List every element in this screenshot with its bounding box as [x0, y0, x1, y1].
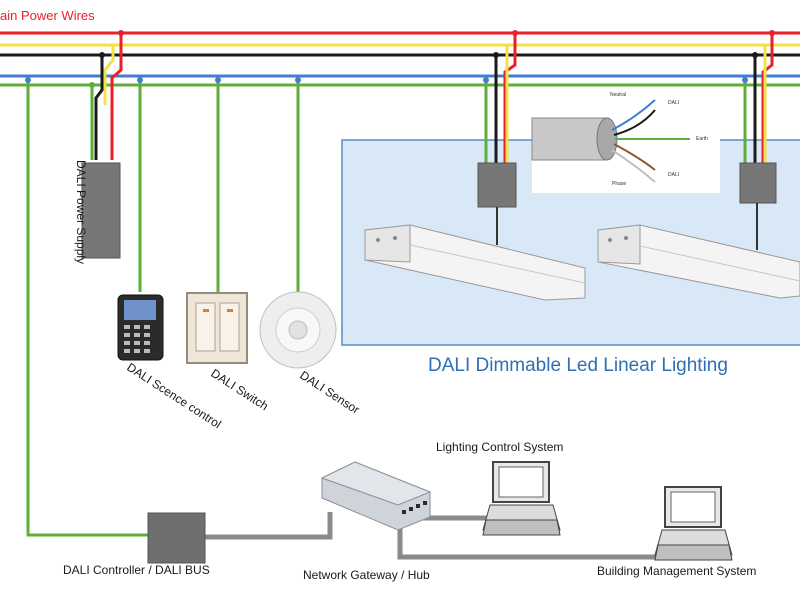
cable-dali-top-label: DALI [668, 100, 680, 106]
led-linear-fixture-1 [364, 224, 586, 301]
bms-computer [654, 486, 733, 561]
cable-earth-label: Earth [696, 136, 708, 142]
gateway-label: Network Gateway / Hub [303, 568, 430, 582]
network-cabling [205, 512, 660, 560]
lighting-control-computer [482, 461, 561, 536]
lighting-title: DALI Dimmable Led Linear Lighting [428, 355, 728, 376]
main-power-wires-label: ain Power Wires [0, 8, 95, 23]
wall-switch-device [186, 292, 248, 364]
ceiling-sensor-device [259, 291, 337, 369]
lighting-control-label: Lighting Control System [436, 440, 564, 454]
dali-bus-left-drop [26, 80, 150, 537]
led-linear-fixture-2 [597, 224, 800, 299]
luminaire-2-junction-box [739, 162, 777, 204]
dali-controller-box [147, 512, 206, 564]
cable-detail-inset [531, 88, 720, 193]
cable-phase-label: Phase [612, 181, 627, 187]
network-hub-device [320, 461, 432, 531]
luminaire-1-junction-box [477, 162, 517, 208]
luminaire-2-drop [739, 30, 777, 250]
luminaire-1-drop [477, 30, 518, 245]
cable-neutral-label: Neutral [610, 92, 627, 98]
scene-control-device [117, 294, 164, 361]
main-power-bus [0, 31, 800, 87]
power-supply-drop [81, 30, 124, 259]
bms-label: Building Management System [597, 564, 757, 578]
cable-dali-bottom-label: DALI [668, 172, 680, 178]
power-supply-box [81, 162, 121, 259]
controller-label: DALI Controller / DALI BUS [63, 563, 210, 577]
power-supply-label: DALI Power Supply [74, 160, 88, 265]
